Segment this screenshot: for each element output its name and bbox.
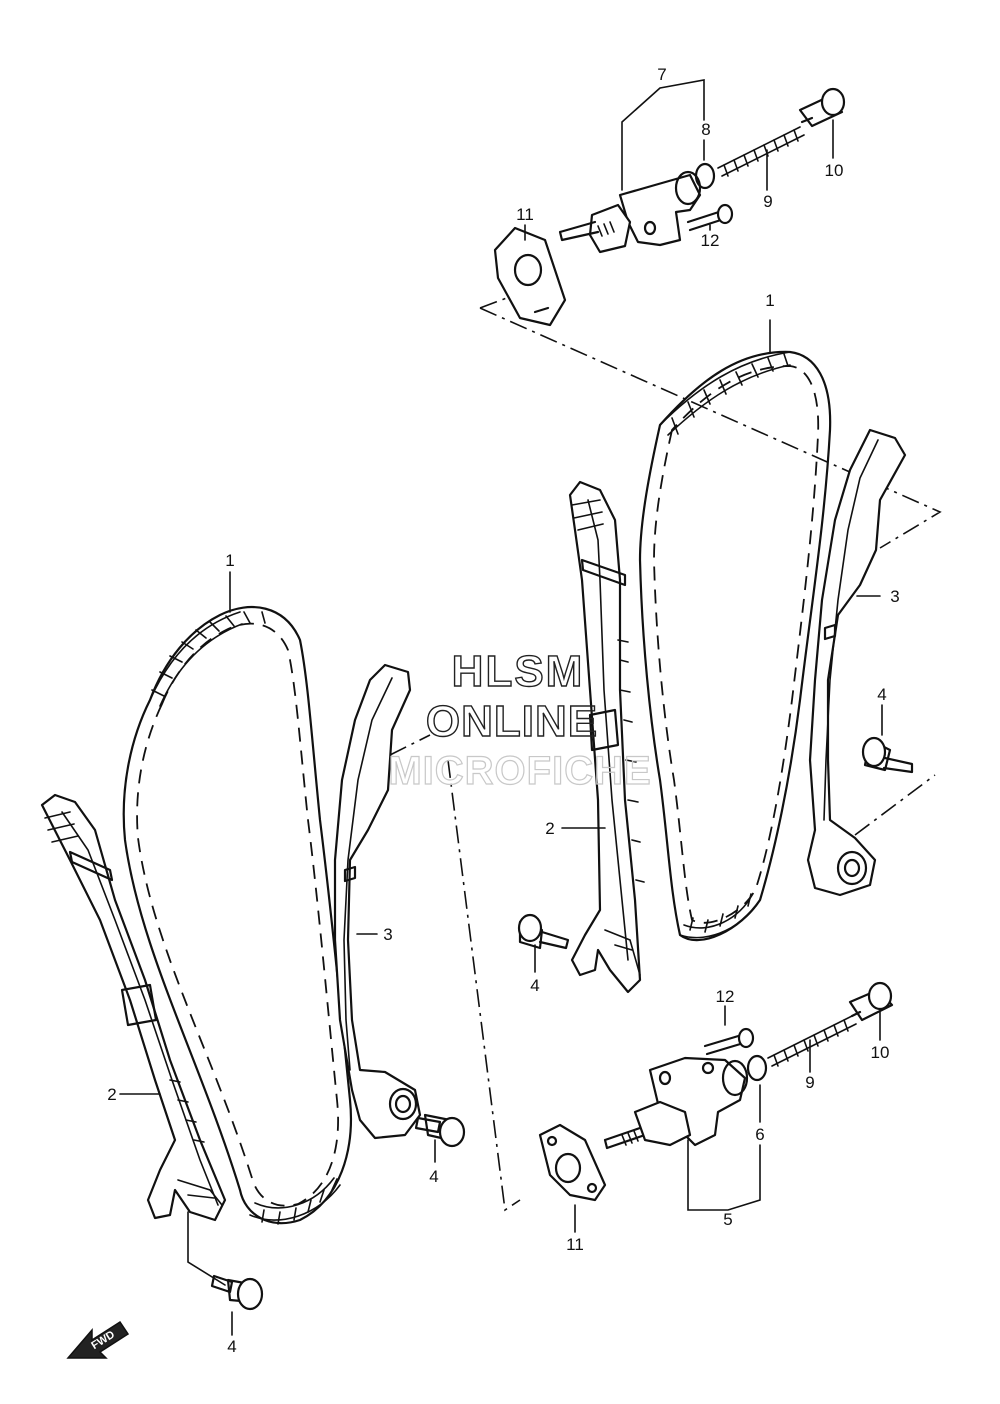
watermark: HLSM ONLINE MICROFICHE [388,646,652,793]
left-tensioner-guide [333,663,422,1140]
bottom-tensioner-assembly [538,981,894,1233]
callout-9-top: 9 [763,192,772,211]
chain-links-top-left [149,611,243,707]
callout-4-left-a: 4 [429,1167,438,1186]
callout-10-top: 10 [825,161,844,180]
callout-11-top: 11 [516,205,534,224]
right-bolts [517,704,914,973]
fwd-direction-arrow: FWD [66,1320,130,1359]
spring-bottom [767,1015,857,1067]
left-bolts [187,1113,466,1336]
watermark-line-2: ONLINE [426,697,598,746]
left-cam-chain [122,571,352,1225]
washer-top [694,162,716,190]
callout-7-top: 7 [657,65,666,84]
callout-4-right-b: 4 [530,976,539,995]
callout-12-top: 12 [701,231,720,250]
washer-bottom [746,1054,768,1082]
callout-8-top: 8 [701,120,710,139]
chain-links-bottom-right [679,894,761,939]
callout-1-right: 1 [765,291,774,310]
tensioner-body-top [618,173,702,247]
callout-labels: 7 8 10 9 11 12 1 3 4 2 4 1 3 2 4 4 12 10… [107,65,899,1356]
right-chain-guide [561,480,645,994]
callout-6-bottom: 6 [755,1125,764,1144]
watermark-line-3: MICROFICHE [388,749,651,793]
callout-1-left: 1 [225,551,234,570]
callout-10-bottom: 10 [871,1043,890,1062]
top-tensioner-assembly [493,79,846,327]
callout-2-right: 2 [545,819,554,838]
callout-3-left: 3 [383,925,392,944]
watermark-line-1: HLSM [452,647,585,696]
right-tensioner-guide [806,428,907,897]
spring-top [717,126,805,177]
left-chain-guide [40,793,227,1222]
chain-links-bottom-left [249,1177,341,1221]
callout-4-right-a: 4 [877,685,886,704]
callout-4-left-b: 4 [227,1337,236,1356]
callout-5-bottom: 5 [723,1210,732,1229]
callout-2-left: 2 [107,1085,116,1104]
callout-11-bottom: 11 [566,1235,584,1254]
callout-9-bottom: 9 [805,1073,814,1092]
callout-3-right: 3 [890,587,899,606]
right-cam-chain [638,319,832,942]
gasket-top [493,226,567,327]
callout-12-bottom: 12 [716,987,735,1006]
